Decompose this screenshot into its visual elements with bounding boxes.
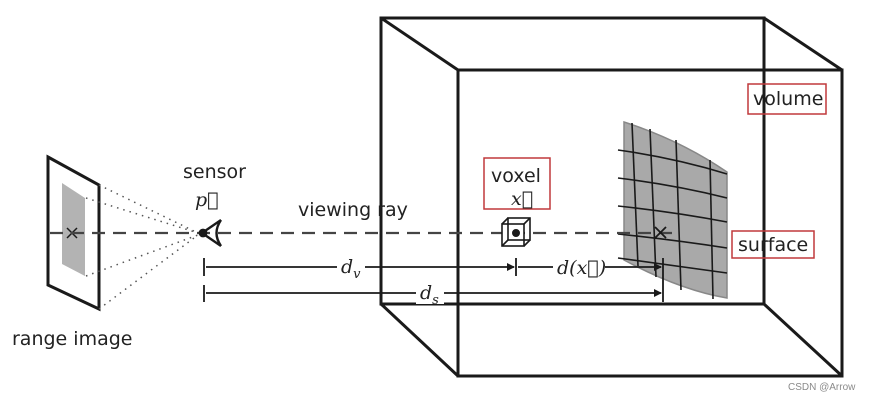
volume-highlight [747,83,827,115]
dv-label: dv [341,256,361,282]
watermark: CSDN @Arrow [788,382,856,393]
dx-label: d(x⃗) [557,257,606,279]
highlight-boxes [483,83,827,259]
sensor-label: sensor [183,161,246,183]
volume-box [379,16,844,378]
sensor-eye-icon [198,219,223,247]
projection-lines [85,184,199,310]
voxel-label: voxel [491,165,541,187]
ds-label: ds [420,282,439,308]
surface-highlight [731,230,815,259]
voxel-cube [501,217,531,247]
volume-label: volume [753,88,823,110]
voxel-vector-label: x⃗ [511,188,533,210]
surface-intersection-mark [654,226,667,239]
range-image-label: range image [12,328,132,350]
surface-patch [617,120,728,300]
surface-label: surface [738,234,808,256]
viewing-ray-label: viewing ray [298,199,408,221]
voxel-highlight [483,157,551,210]
range-image [46,154,101,312]
sensor-vector-label: p⃗ [195,189,219,211]
